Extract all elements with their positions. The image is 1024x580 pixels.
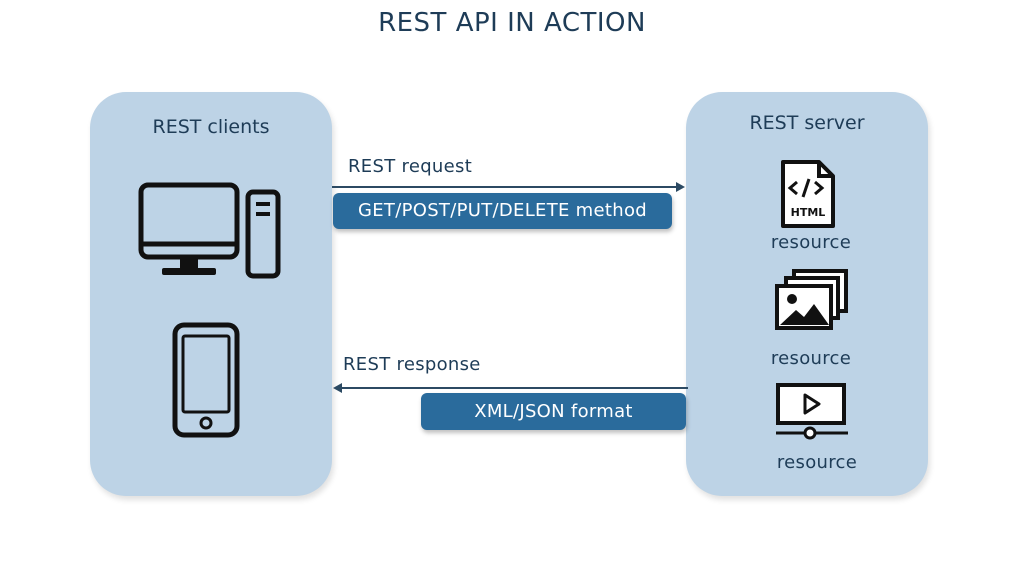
- resource-label-video: resource: [776, 452, 858, 473]
- html-file-icon: HTML: [781, 160, 835, 228]
- smartphone-icon: [172, 322, 240, 438]
- image-gallery-icon: [775, 269, 848, 330]
- request-method-pill: GET/POST/PUT/DELETE method: [333, 193, 672, 229]
- rest-clients-panel: REST clients: [90, 92, 332, 496]
- rest-server-panel: REST server HTML resource resource resou…: [686, 92, 928, 496]
- diagram-title: REST API IN ACTION: [378, 8, 646, 38]
- rest-request-label: REST request: [348, 156, 473, 177]
- html-badge: HTML: [791, 206, 826, 219]
- request-arrow: [332, 182, 685, 192]
- rest-server-label: REST server: [749, 112, 865, 134]
- resource-label-image: resource: [770, 348, 852, 369]
- rest-clients-label: REST clients: [152, 116, 270, 138]
- rest-response-label: REST response: [343, 354, 481, 375]
- video-player-icon: [776, 383, 848, 440]
- desktop-computer-icon: [138, 182, 281, 279]
- resource-label-html: resource: [770, 232, 852, 253]
- response-arrow: [333, 383, 688, 393]
- response-format-pill: XML/JSON format: [421, 393, 686, 430]
